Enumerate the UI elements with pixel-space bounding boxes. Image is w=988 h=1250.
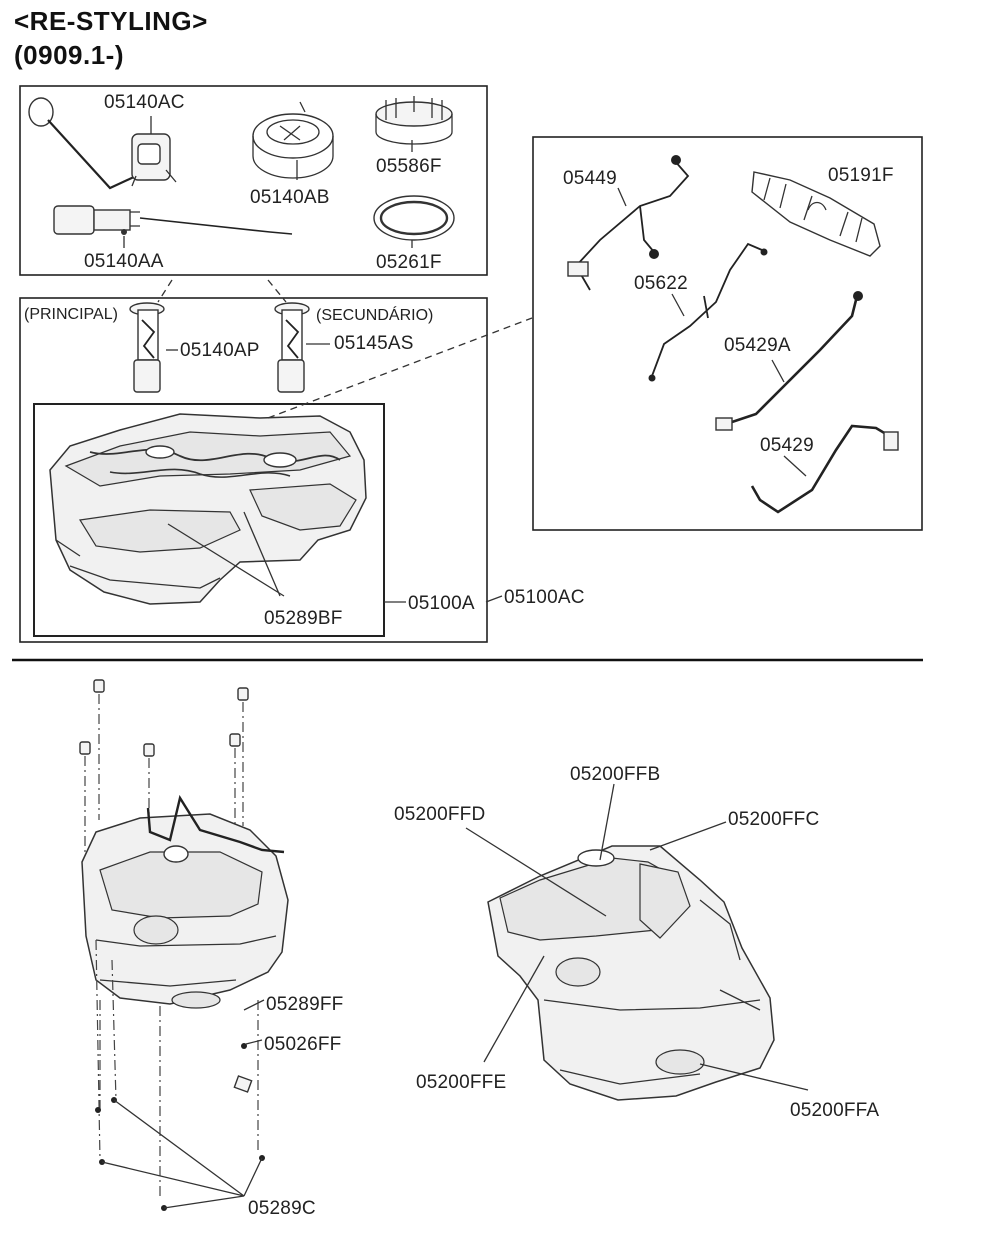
main-sender-label: 05140AP	[180, 340, 260, 361]
gasket-part[interactable]	[373, 195, 455, 248]
secondary-sender-label: 05145AS	[334, 333, 414, 354]
connector-label: 05191F	[828, 165, 894, 186]
main-sender-part[interactable]	[129, 302, 178, 393]
tube-assy-label: 05449	[563, 168, 617, 189]
vent-hose-part[interactable]	[750, 424, 899, 514]
lock-ring-part[interactable]	[375, 96, 453, 152]
secondary-sender-part[interactable]	[274, 302, 330, 393]
harness-label: 05622	[634, 273, 688, 294]
fuel-tank-bottom-right[interactable]	[487, 845, 775, 1101]
gasket-label: 05261F	[376, 252, 442, 273]
sender-box: (PRINCIPAL) (SECUNDÁRIO) 05140AP 05145AS	[19, 279, 503, 643]
main-sender-caption: (PRINCIPAL)	[24, 306, 118, 323]
tubes-box-frame	[532, 136, 923, 531]
tank-strap-label: 05289BF	[264, 608, 343, 629]
bottom-right-assembly: 05200FFB 05200FFD 05200FFC 05200FFE 0520…	[394, 764, 879, 1121]
harness-part[interactable]	[648, 242, 768, 382]
tube-assy-part[interactable]	[567, 155, 690, 291]
pump-sensor-part[interactable]	[28, 97, 177, 190]
strap-bolt-label: 05289C	[248, 1198, 316, 1219]
header-title-restyling: <RE-STYLING>	[14, 6, 208, 36]
tubes-box: 05449 05191F 05622 05429A	[532, 136, 923, 531]
vent-hose-label: 05429	[760, 435, 814, 456]
lock-ring-label: 05586F	[376, 156, 442, 177]
guard-e-label: 05200FFE	[416, 1072, 506, 1093]
bolt-label: 05026FF	[264, 1034, 341, 1055]
strap-label: 05289FF	[266, 994, 343, 1015]
connector-part[interactable]	[751, 171, 881, 257]
fuel-tank-bottom-left[interactable]	[81, 794, 289, 1009]
bolt-bracket-part[interactable]	[233, 1075, 253, 1093]
guard-a-label: 05200FFA	[790, 1100, 879, 1121]
pump-motor-label: 05140AA	[84, 251, 164, 272]
header-date-range: (0909.1-)	[14, 40, 124, 70]
tank-label-a: 05100A	[408, 593, 475, 614]
vent-hose-a-label: 05429A	[724, 335, 791, 356]
parts-box-top: 05140AC 05140AB 05586F 05140AA	[19, 85, 488, 276]
bolt-fasteners[interactable]	[79, 679, 249, 757]
parts-box-top-frame	[19, 85, 488, 276]
retainer-ring-label: 05140AB	[250, 187, 330, 208]
pump-sensor-label: 05140AC	[104, 92, 185, 113]
fuel-tank-part[interactable]	[49, 413, 367, 605]
tank-inner-frame	[33, 403, 385, 637]
guard-c-label: 05200FFC	[728, 809, 819, 830]
bottom-left-assembly: 05289FF 05026FF 05289C	[79, 679, 343, 1219]
guard-d-label: 05200FFD	[394, 804, 485, 825]
strap-bolts[interactable]	[95, 1097, 265, 1211]
vent-hose-a-part[interactable]	[715, 291, 863, 431]
tank-label-ac: 05100AC	[504, 587, 585, 608]
guard-b-label: 05200FFB	[570, 764, 660, 785]
pump-motor-part[interactable]	[53, 205, 293, 248]
secondary-sender-caption: (SECUNDÁRIO)	[316, 305, 433, 324]
retainer-ring-part[interactable]	[252, 101, 334, 180]
sender-box-frame	[19, 297, 488, 643]
